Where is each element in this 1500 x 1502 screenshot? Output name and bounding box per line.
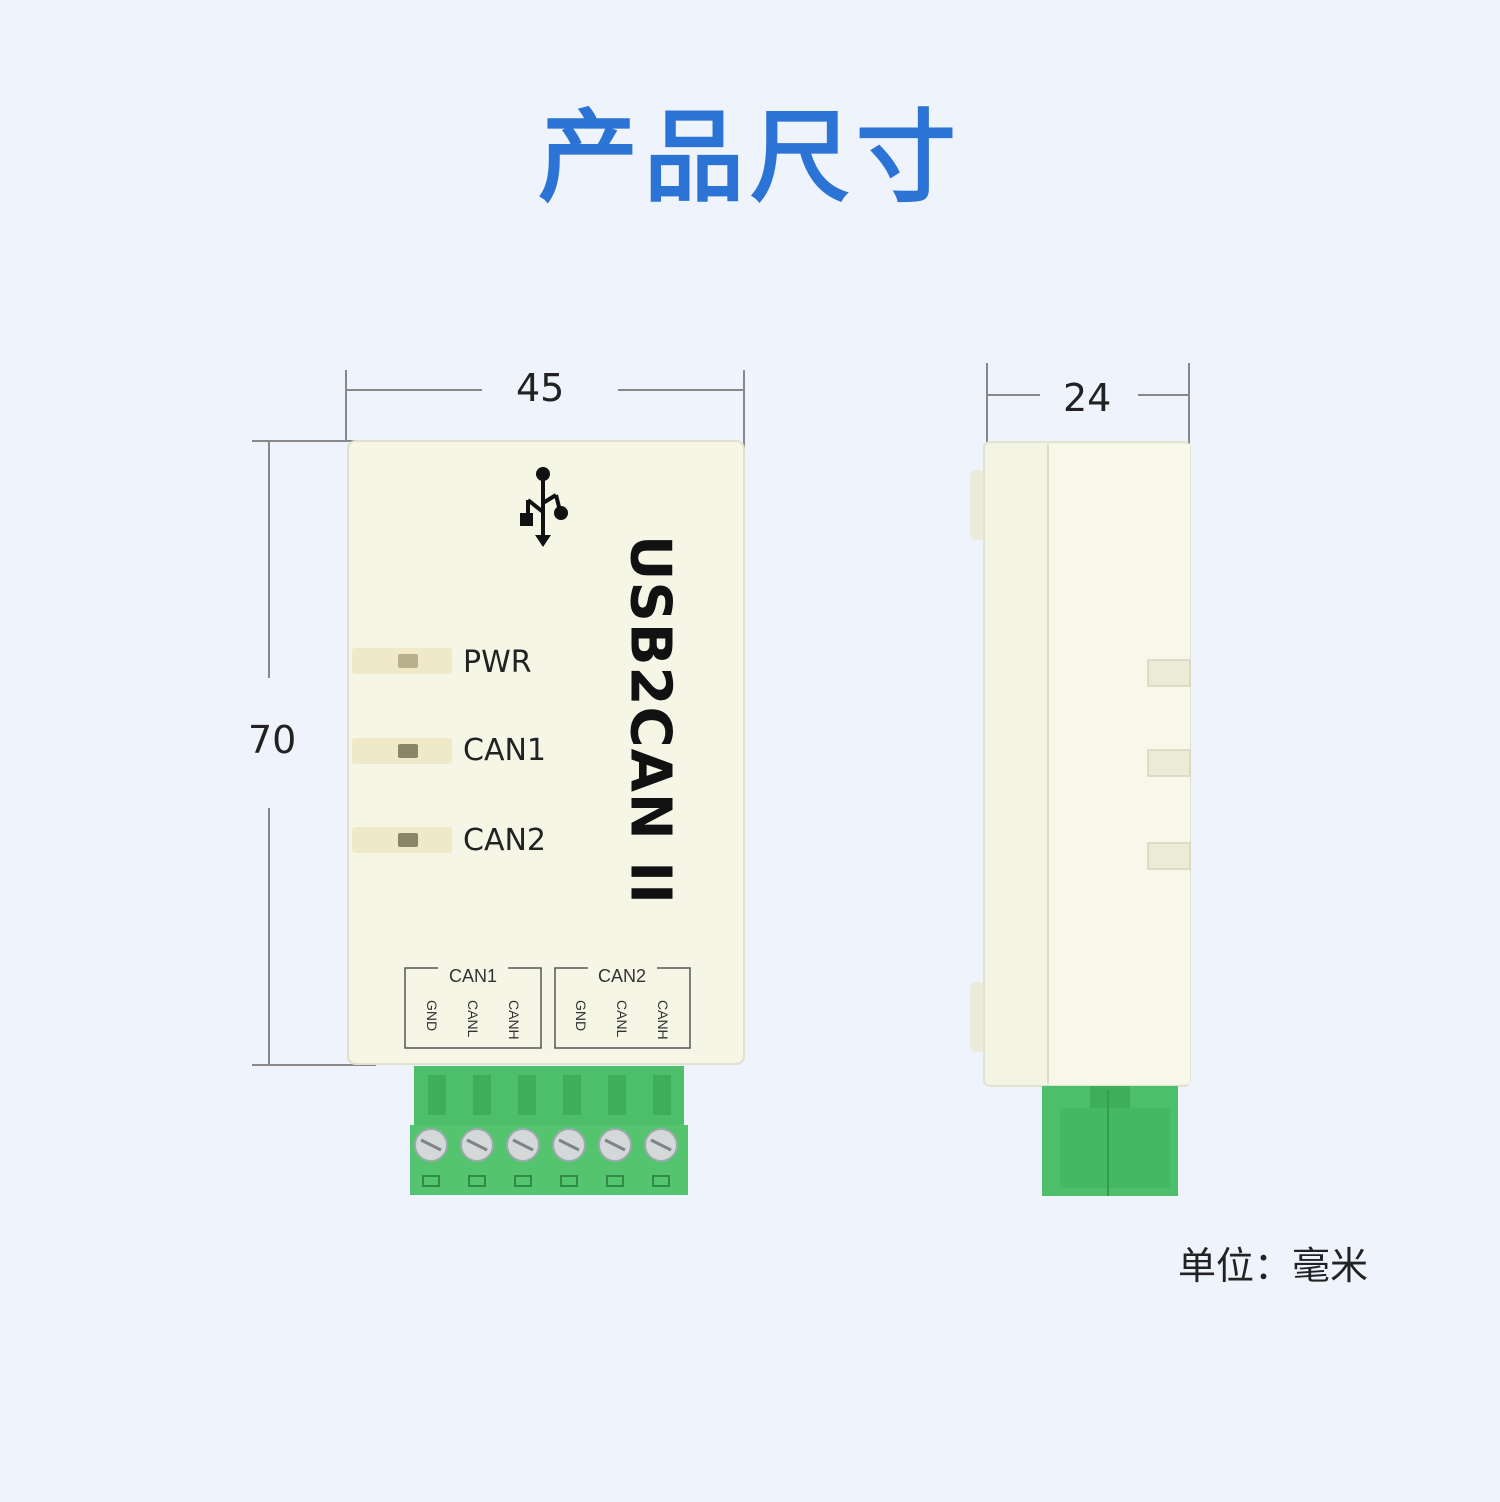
terminal-group-label-can1: CAN1 [449, 966, 498, 986]
unit-note: 单位：毫米 [1178, 1244, 1369, 1288]
pin-label-can1-canl: CANL [465, 1000, 481, 1038]
pin-label-can1-canh: CANH [506, 1000, 522, 1040]
led-label-can2: CAN2 [463, 823, 546, 858]
terminal-group-label-can2: CAN2 [598, 966, 647, 986]
depth-dimension: 24 [1063, 376, 1112, 420]
pin-label-can1-gnd: GND [424, 1000, 440, 1032]
width-dimension: 45 [516, 366, 565, 410]
device-front-housing [347, 440, 745, 1065]
height-dimension: 70 [248, 718, 297, 762]
led-label-can1: CAN1 [463, 733, 546, 768]
front-terminal-block [410, 1066, 688, 1195]
device-side-housing [970, 441, 1191, 1087]
led-light-pipes [352, 648, 452, 853]
pin-label-can2-canh: CANH [655, 1000, 671, 1040]
usb-icon [520, 467, 568, 547]
pin-label-can2-gnd: GND [573, 1000, 589, 1032]
pin-label-can2-canl: CANL [614, 1000, 630, 1038]
led-label-pwr: PWR [463, 645, 532, 680]
device-brand-label: USB2CAN II [617, 535, 683, 905]
page-title: 产品尺寸 [538, 99, 962, 216]
side-terminal-block [1042, 1086, 1178, 1196]
